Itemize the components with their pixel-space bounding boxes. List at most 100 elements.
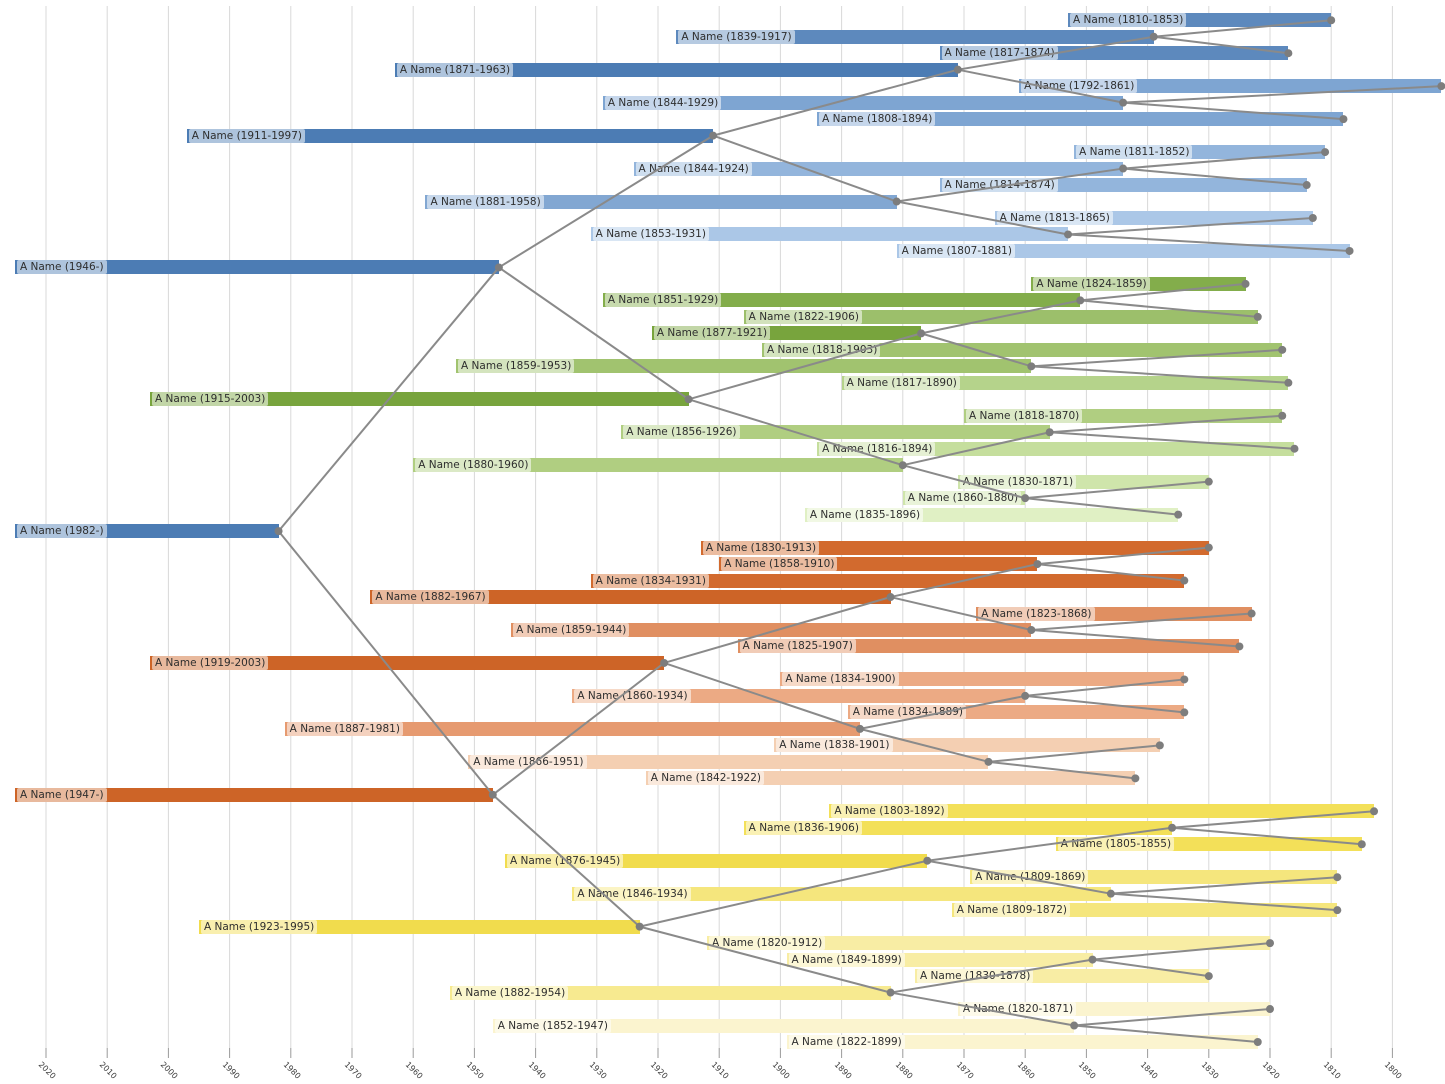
person-label: A Name (1830-1878): [917, 969, 1034, 984]
person-bar[interactable]: A Name (1859-1953): [456, 359, 1032, 374]
person-label: A Name (1882-1967): [372, 590, 489, 605]
person-label: A Name (1844-1924): [635, 161, 752, 176]
person-bar[interactable]: A Name (1919-2003): [150, 655, 665, 670]
person-label: A Name (1807-1881): [898, 243, 1015, 258]
person-bar[interactable]: A Name (1866-1951): [468, 754, 989, 769]
person-label: A Name (1836-1906): [745, 820, 862, 835]
person-bar[interactable]: A Name (1839-1917): [676, 29, 1154, 44]
person-bar[interactable]: A Name (1876-1945): [505, 853, 928, 868]
person-bar[interactable]: A Name (1824-1859): [1031, 276, 1246, 291]
person-bar[interactable]: A Name (1871-1963): [394, 62, 958, 77]
person-bar[interactable]: A Name (1860-1880): [902, 491, 1026, 506]
person-bar[interactable]: A Name (1852-1947): [492, 1018, 1075, 1033]
person-bar[interactable]: A Name (1877-1921): [651, 326, 922, 341]
person-bar[interactable]: A Name (1853-1931): [590, 227, 1069, 242]
person-label: A Name (1859-1944): [513, 623, 630, 637]
person-label: A Name (1809-1869): [972, 870, 1089, 885]
person-bar[interactable]: A Name (1834-1889): [847, 705, 1185, 720]
person-bar[interactable]: A Name (1807-1881): [896, 243, 1350, 258]
person-bar[interactable]: A Name (1887-1981): [284, 721, 860, 736]
person-label: A Name (1858-1910): [721, 557, 838, 572]
person-bar[interactable]: A Name (1816-1894): [817, 441, 1295, 456]
person-bar[interactable]: A Name (1846-1934): [572, 886, 1111, 901]
person-bar[interactable]: A Name (1825-1907): [737, 639, 1240, 654]
person-label: A Name (1818-1903): [764, 342, 881, 357]
person-bar[interactable]: A Name (1814-1874): [939, 178, 1307, 193]
person-label: A Name (1982-): [17, 524, 107, 539]
person-label: A Name (1856-1926): [623, 425, 740, 440]
person-bar[interactable]: A Name (1808-1894): [817, 112, 1344, 127]
person-label: A Name (1820-1871): [959, 1002, 1077, 1017]
person-label: A Name (1860-1880): [904, 491, 1022, 506]
person-bar[interactable]: A Name (1851-1929): [602, 293, 1081, 308]
person-bar[interactable]: A Name (1946-): [15, 260, 499, 275]
person-bar[interactable]: A Name (1823-1868): [976, 606, 1252, 621]
person-label: A Name (1813-1865): [996, 211, 1113, 225]
person-label: A Name (1871-1963): [396, 62, 514, 77]
person-bar[interactable]: A Name (1849-1899): [786, 952, 1093, 967]
person-label: A Name (1822-1899): [788, 1035, 905, 1049]
person-label: A Name (1816-1894): [819, 441, 936, 456]
person-bar[interactable]: A Name (1830-1913): [700, 540, 1209, 555]
person-label: A Name (1852-1947): [494, 1018, 612, 1033]
person-label: A Name (1887-1981): [286, 721, 403, 736]
person-bar[interactable]: A Name (1810-1853): [1068, 13, 1332, 28]
person-bar[interactable]: A Name (1844-1929): [602, 95, 1124, 110]
person-bar[interactable]: A Name (1813-1865): [994, 211, 1313, 225]
person-bar[interactable]: A Name (1818-1903): [762, 342, 1283, 357]
person-bar[interactable]: A Name (1820-1912): [706, 936, 1270, 951]
person-bar[interactable]: A Name (1856-1926): [621, 425, 1050, 440]
person-bar[interactable]: A Name (1792-1861): [1019, 79, 1442, 94]
person-label: A Name (1803-1892): [831, 804, 948, 819]
person-bar[interactable]: A Name (1805-1855): [1055, 837, 1362, 852]
person-bar[interactable]: A Name (1803-1892): [829, 804, 1375, 819]
person-bar[interactable]: A Name (1911-1997): [186, 128, 714, 143]
person-bar[interactable]: A Name (1830-1871): [957, 474, 1209, 489]
person-label: A Name (1915-2003): [152, 392, 269, 407]
person-label: A Name (1817-1874): [941, 46, 1058, 61]
person-label: A Name (1834-1931): [592, 573, 709, 588]
person-bar[interactable]: A Name (1882-1954): [449, 985, 891, 1000]
person-bar[interactable]: A Name (1817-1874): [939, 46, 1289, 61]
person-bar[interactable]: A Name (1915-2003): [150, 392, 689, 407]
person-label: A Name (1810-1853): [1070, 13, 1187, 28]
person-bar[interactable]: A Name (1881-1958): [425, 194, 897, 209]
person-bar[interactable]: A Name (1834-1900): [780, 672, 1185, 687]
person-bar[interactable]: A Name (1947-): [15, 787, 493, 802]
person-bar[interactable]: A Name (1822-1906): [743, 309, 1258, 324]
person-bar[interactable]: A Name (1822-1899): [786, 1035, 1258, 1049]
person-bar[interactable]: A Name (1859-1944): [511, 623, 1032, 637]
person-label: A Name (1923-1995): [201, 919, 318, 934]
person-bar[interactable]: A Name (1982-): [15, 524, 279, 539]
person-bar[interactable]: A Name (1830-1878): [915, 969, 1209, 984]
person-label: A Name (1808-1894): [819, 112, 936, 127]
person-bar[interactable]: A Name (1817-1890): [841, 375, 1289, 390]
person-bar[interactable]: A Name (1836-1906): [743, 820, 1173, 835]
person-label: A Name (1822-1906): [745, 309, 862, 324]
person-bar[interactable]: A Name (1809-1869): [970, 870, 1338, 885]
person-bar[interactable]: A Name (1818-1870): [964, 408, 1283, 423]
person-bar[interactable]: A Name (1860-1934): [572, 688, 1026, 703]
person-bar[interactable]: A Name (1844-1924): [633, 161, 1124, 176]
person-bar[interactable]: A Name (1923-1995): [199, 919, 640, 934]
person-label: A Name (1880-1960): [415, 458, 532, 473]
person-bar[interactable]: A Name (1820-1871): [957, 1002, 1270, 1017]
person-label: A Name (1947-): [17, 787, 107, 802]
person-label: A Name (1946-): [17, 260, 107, 275]
person-bar[interactable]: A Name (1835-1896): [804, 507, 1179, 522]
person-label: A Name (1844-1929): [604, 95, 722, 110]
person-label: A Name (1882-1954): [451, 985, 569, 1000]
person-bar[interactable]: A Name (1882-1967): [370, 590, 891, 605]
person-bar[interactable]: A Name (1858-1910): [719, 557, 1038, 572]
person-bar[interactable]: A Name (1842-1922): [645, 771, 1136, 786]
person-bar[interactable]: A Name (1880-1960): [413, 458, 903, 473]
person-bar[interactable]: A Name (1834-1931): [590, 573, 1185, 588]
person-bar[interactable]: A Name (1811-1852): [1074, 145, 1326, 160]
person-label: A Name (1805-1855): [1057, 837, 1175, 852]
person-bar[interactable]: A Name (1809-1872): [951, 903, 1338, 918]
person-label: A Name (1838-1901): [776, 738, 893, 753]
person-bar[interactable]: A Name (1838-1901): [774, 738, 1160, 753]
person-label: A Name (1846-1934): [574, 886, 691, 901]
person-label: A Name (1851-1929): [604, 293, 722, 308]
